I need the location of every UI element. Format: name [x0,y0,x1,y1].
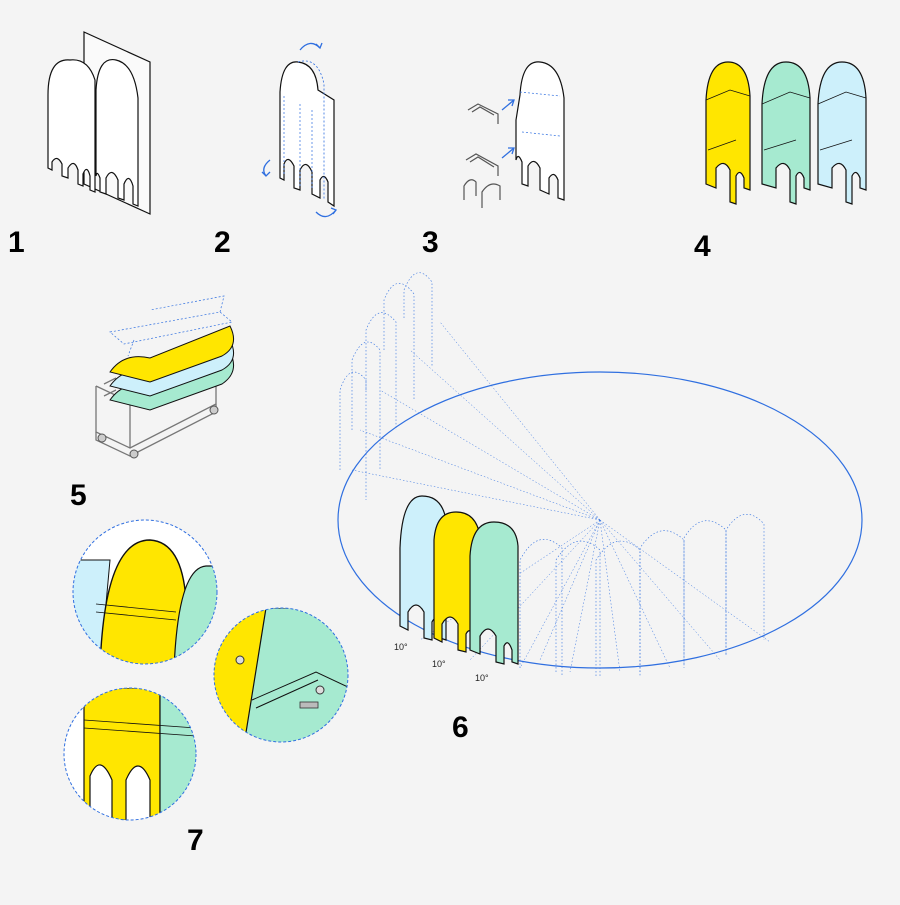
step4-illustration [705,61,867,205]
module-yellow [705,61,751,205]
step-number-3: 3 [422,226,439,259]
insert-arrow-icon [501,99,515,159]
step5-illustration [95,295,235,459]
module-green [761,61,811,205]
bracket-parts [463,103,501,208]
step6-illustration [337,272,863,676]
step2-illustration [261,42,338,218]
detail-circle-1 [73,520,217,664]
step3-illustration [463,61,565,208]
angle-label: 10° [475,673,489,683]
step2-panel [279,61,335,208]
step1-panel-a [47,59,96,193]
placed-modules [399,495,519,665]
step-number-1: 1 [8,226,25,259]
radial-guides [351,321,771,673]
step-number-6: 6 [452,711,469,744]
step7-illustration [63,519,349,821]
angle-label: 10° [394,642,408,652]
step-number-7: 7 [187,824,204,857]
step1-illustration [47,31,151,215]
step-number-2: 2 [214,226,231,259]
ghost-modules [339,272,765,676]
angle-label: 10° [432,659,446,669]
step1-panel-b [95,58,139,207]
step-number-4: 4 [694,230,711,263]
module-blue [817,61,867,205]
rotate-arrow-icon [261,42,338,218]
step-number-5: 5 [70,479,87,512]
step3-panel [515,61,565,201]
detail-circle-3 [64,688,196,820]
detail-circle-2 [214,608,348,742]
